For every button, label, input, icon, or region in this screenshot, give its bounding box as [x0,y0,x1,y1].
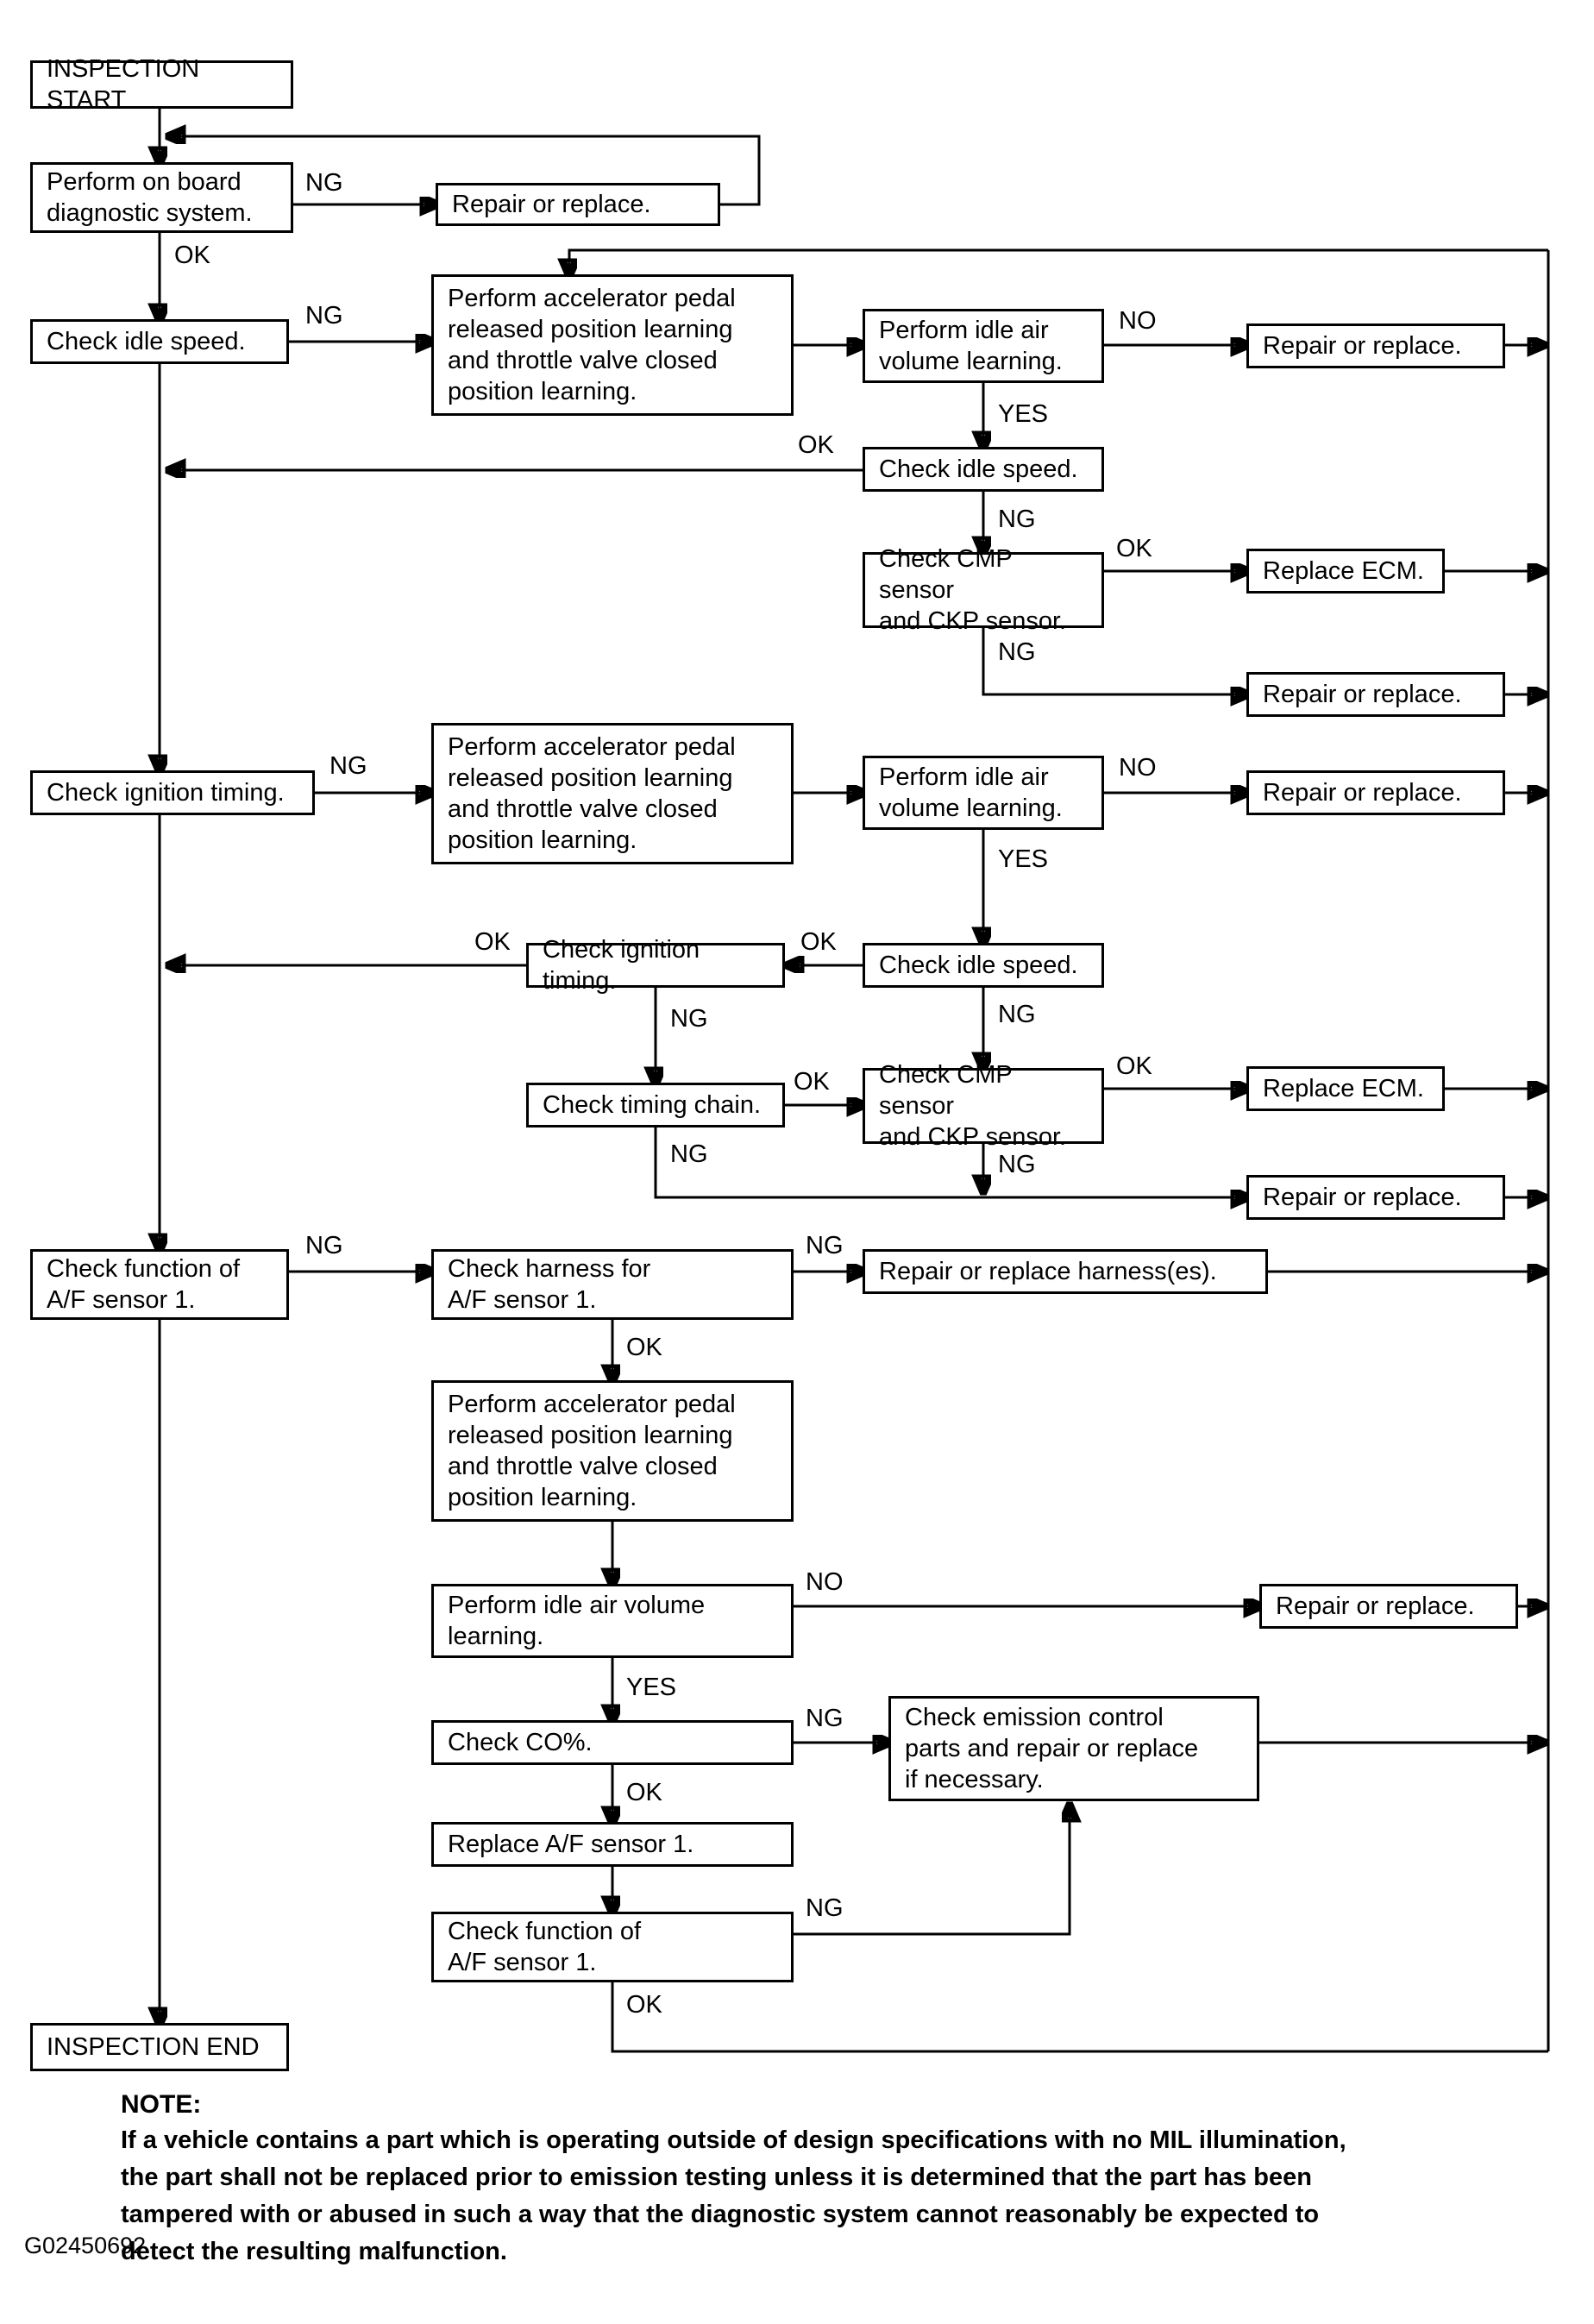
edge-label: NG [996,638,1038,666]
connector-line [982,628,1246,694]
node-idle-air-learning-1: Perform idle air volume learning. [863,309,1104,383]
edge-label: NG [804,1705,845,1732]
edge-label: OK [173,242,212,269]
node-check-ignition-timing-1: Check ignition timing. [30,770,315,815]
note-body: If a vehicle contains a part which is op… [121,2126,1346,2265]
edge-label: NG [304,1232,345,1259]
edge-label: OK [624,1991,664,2019]
node-repair-replace-2: Repair or replace. [1246,323,1505,368]
node-repair-replace-4: Repair or replace. [1246,770,1505,815]
node-replace-af-sensor: Replace A/F sensor 1. [431,1822,794,1867]
edge-label: NO [804,1568,845,1596]
node-check-cmp-ckp-1: Check CMP sensor and CKP sensor. [863,545,1104,635]
node-check-idle-speed-2: Check idle speed. [863,447,1104,492]
edge-label: NG [328,752,369,780]
edge-label: NG [304,169,345,197]
node-check-af-sensor-2: Check function of A/F sensor 1. [431,1912,794,1982]
node-inspection-end: INSPECTION END [30,2023,289,2071]
edge-label: NG [996,1151,1038,1178]
node-inspection-start: INSPECTION START [30,55,293,114]
note-block: NOTE: If a vehicle contains a part which… [121,2088,1466,2271]
node-check-ignition-timing-2: Check ignition timing. [526,936,785,995]
connector-line [794,1806,1070,1936]
edge-label: NO [1117,307,1158,335]
node-idle-air-learning-3: Perform idle air volume learning. [431,1584,794,1658]
node-accel-learning-3: Perform accelerator pedal released posit… [431,1380,794,1522]
node-check-idle-speed-1: Check idle speed. [30,319,289,364]
node-check-af-sensor-1: Check function of A/F sensor 1. [30,1249,289,1320]
edge-label: NG [804,1894,845,1922]
edge-label: OK [1114,535,1154,562]
node-check-cmp-ckp-2: Check CMP sensor and CKP sensor. [863,1061,1104,1151]
node-repair-replace-3: Repair or replace. [1246,672,1505,717]
edge-label: NO [1117,754,1158,782]
node-replace-ecm-2: Replace ECM. [1246,1066,1445,1111]
node-check-idle-speed-3: Check idle speed. [863,943,1104,988]
edge-label: OK [1114,1052,1154,1080]
edge-label: OK [624,1779,664,1806]
connector-line [654,1127,1246,1197]
connector-line [170,136,761,206]
edge-label: YES [624,1674,679,1701]
node-accel-learning-2: Perform accelerator pedal released posit… [431,723,794,864]
edge-label: YES [996,400,1051,428]
edge-label: OK [624,1334,664,1361]
edge-label: NG [804,1232,845,1259]
edge-label: OK [792,1068,832,1096]
node-check-timing-chain: Check timing chain. [526,1083,785,1127]
figure-code: G02450692 [24,2233,147,2258]
edge-label: NG [668,1005,710,1033]
node-check-emission: Check emission control parts and repair … [888,1696,1259,1801]
node-perform-obd: Perform on board diagnostic system. [30,162,293,233]
edge-label: NG [304,302,345,330]
node-repair-replace-6: Repair or replace. [1259,1584,1518,1629]
connector-line [569,248,1548,274]
edge-label: NG [996,1001,1038,1028]
connector-line [611,1981,1548,2053]
edge-label: YES [996,845,1051,873]
node-check-harness: Check harness for A/F sensor 1. [431,1249,794,1320]
edge-label: NG [668,1140,710,1168]
node-repair-replace-1: Repair or replace. [436,183,720,226]
node-idle-air-learning-2: Perform idle air volume learning. [863,756,1104,830]
edge-label: OK [473,928,512,956]
note-heading: NOTE: [121,2090,202,2119]
node-repair-replace-harness: Repair or replace harness(es). [863,1249,1268,1294]
edge-label: OK [799,928,838,956]
edge-label: NG [996,506,1038,533]
node-check-co: Check CO%. [431,1720,794,1765]
node-accel-learning-1: Perform accelerator pedal released posit… [431,274,794,416]
node-replace-ecm-1: Replace ECM. [1246,549,1445,594]
node-repair-replace-5: Repair or replace. [1246,1175,1505,1220]
edge-label: OK [796,431,836,459]
